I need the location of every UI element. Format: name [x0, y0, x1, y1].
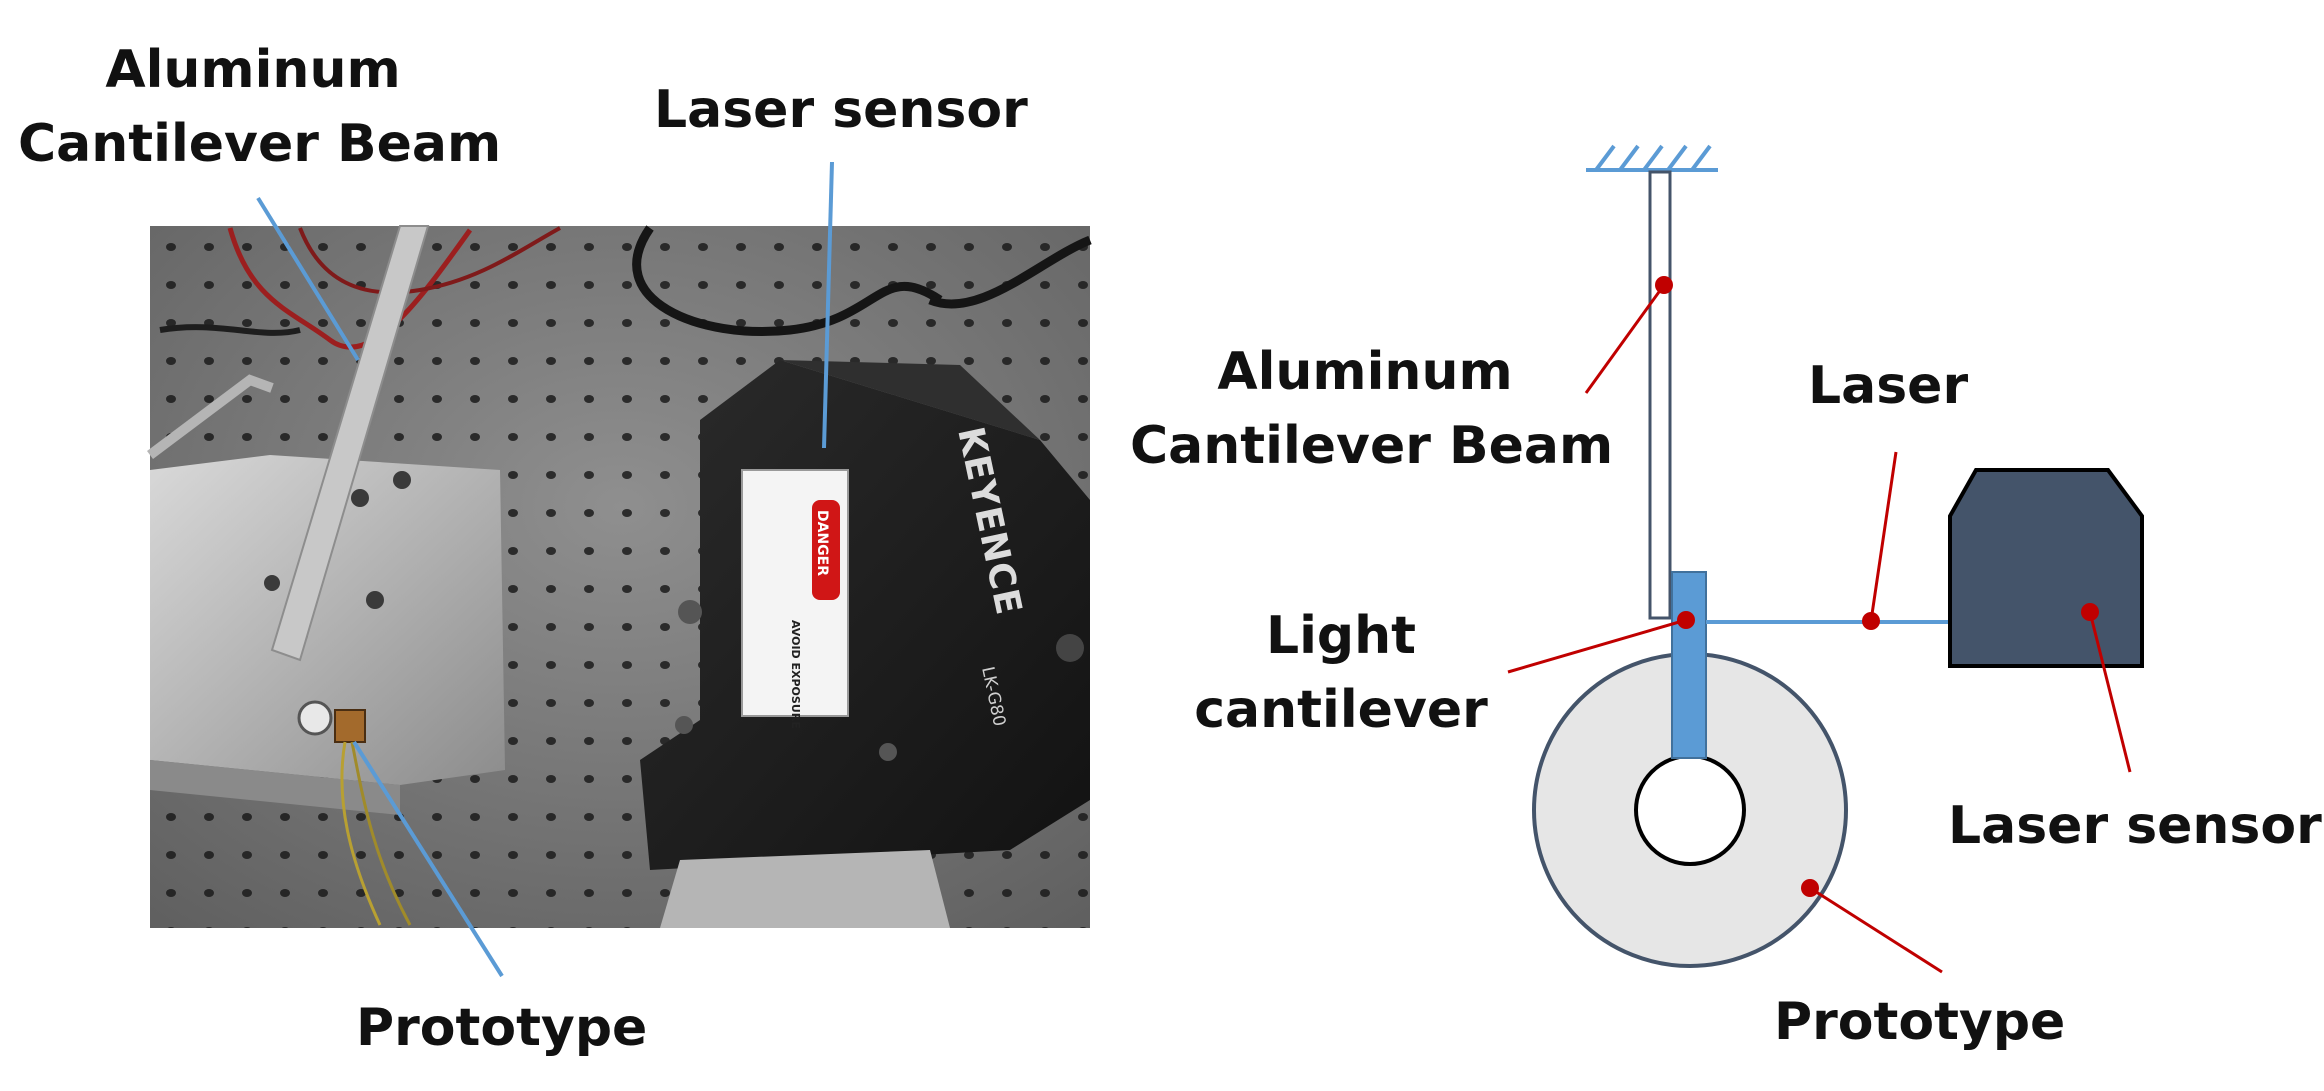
leader-light-cantilever — [1507, 618, 1687, 674]
black-cable — [632, 225, 943, 336]
block-hole-1 — [351, 489, 369, 507]
block-hole-3 — [264, 575, 280, 591]
photo-label-beam: Aluminum Cantilever Beam — [18, 40, 502, 174]
red-cable-2 — [298, 226, 561, 295]
sensor-heatsink — [660, 850, 950, 928]
ground-hatching — [1594, 144, 1712, 172]
leader-laser — [1869, 451, 1898, 622]
prototype-cube — [334, 709, 366, 743]
photo-sensor-leader — [822, 161, 834, 449]
keyence-sensor-top — [780, 360, 1040, 440]
photo-beam-leader — [256, 196, 360, 362]
black-cable-2 — [928, 235, 1092, 309]
aluminum-block-side — [150, 760, 400, 815]
photo-label-prototype: Prototype — [356, 998, 648, 1058]
sensor-danger-tag — [812, 500, 840, 600]
schematic-label-sensor: Laser sensor — [1948, 796, 2322, 856]
sensor-warning-text: AVOID EXPOSURE — [789, 620, 802, 729]
schematic-label-laser: Laser — [1808, 356, 1969, 416]
schematic-label-beam: Aluminum Cantilever Beam — [1130, 342, 1614, 476]
photo-label-beam-line1: Aluminum — [105, 40, 401, 100]
aluminum-beam-schematic — [1648, 170, 1672, 620]
prototype-hole-schematic — [1634, 754, 1746, 866]
schematic-label-light-line2: cantilever — [1194, 680, 1488, 740]
prototype-wire — [340, 741, 382, 926]
schematic-label-beam-line1: Aluminum — [1217, 342, 1513, 402]
prototype-disk — [297, 700, 333, 736]
sensor-screw-2 — [1056, 634, 1084, 662]
sensor-screw-4 — [879, 743, 897, 761]
schematic-label-prototype: Prototype — [1774, 992, 2066, 1052]
photo: KEYENCE LK-G80 DANGER AVOID EXPOSURE — [147, 161, 1092, 978]
schematic-label-light: Light cantilever — [1186, 610, 1496, 736]
leader-prototype — [1809, 886, 1943, 974]
laser-sensor-box — [1948, 468, 2144, 668]
schematic-label-light-line1: Light — [1265, 606, 1417, 666]
keyence-sensor-body — [640, 360, 1090, 870]
sensor-screw-3 — [675, 716, 693, 734]
photo-label-sensor: Laser sensor — [654, 80, 1028, 140]
black-cable-3 — [159, 324, 301, 336]
prototype-wire-2 — [350, 741, 412, 926]
schematic-label-beam-line2: Cantilever Beam — [1130, 416, 1614, 476]
aluminum-beam-strip — [270, 225, 430, 662]
sensor-screw-1 — [678, 600, 702, 624]
hex-key — [147, 374, 274, 459]
light-cantilever-schematic — [1671, 571, 1707, 759]
leader-sensor — [2088, 611, 2132, 773]
photo-label-beam-line2: Cantilever Beam — [18, 114, 502, 174]
block-hole-2 — [366, 591, 384, 609]
block-hole-4 — [393, 471, 411, 489]
aluminum-block — [150, 455, 505, 785]
leader-beam — [1584, 284, 1666, 394]
photo-prototype-leader — [352, 740, 504, 978]
schematic — [1507, 144, 2144, 974]
sensor-danger-text: DANGER — [814, 510, 830, 576]
